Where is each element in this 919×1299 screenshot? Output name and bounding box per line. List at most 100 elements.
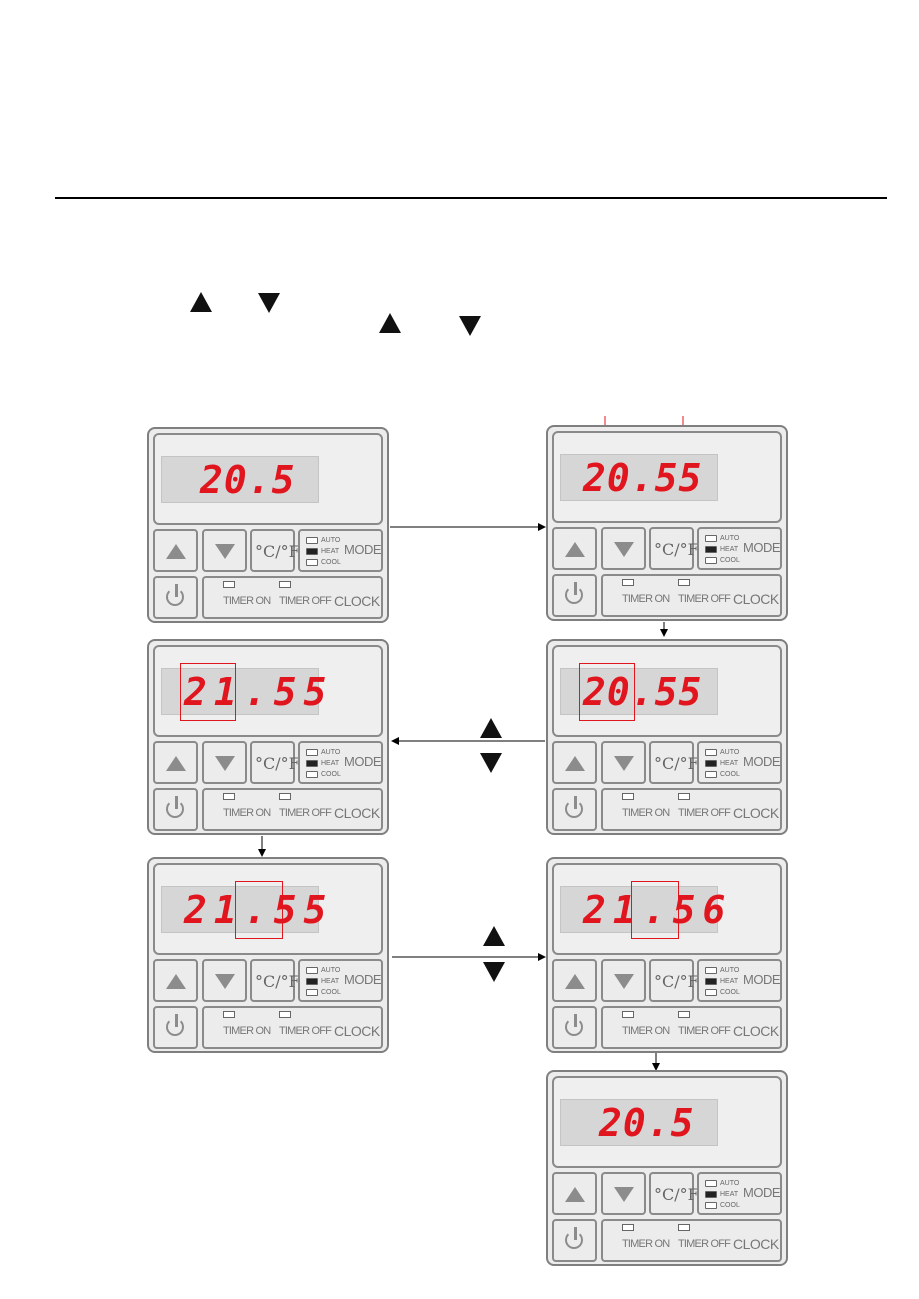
timer-clock-button[interactable]: TIMER ON TIMER OFF CLOCK: [202, 1006, 383, 1049]
unit-toggle-button[interactable]: °C/°F: [649, 527, 699, 570]
down-button[interactable]: [202, 959, 247, 1002]
mode-heat-label: HEAT: [720, 760, 739, 767]
down-arrow-icon: [614, 1187, 634, 1202]
timer-clock-button[interactable]: TIMER ON TIMER OFF CLOCK: [601, 1006, 782, 1049]
mode-auto-label: AUTO: [720, 749, 740, 756]
up-arrow-icon: [565, 542, 585, 557]
timer-on-label: TIMER ON: [223, 1025, 271, 1037]
up-button[interactable]: [552, 741, 597, 784]
timer-off-label: TIMER OFF: [678, 1025, 731, 1037]
down-button[interactable]: [601, 741, 646, 784]
timer-clock-button[interactable]: TIMER ON TIMER OFF CLOCK: [601, 1219, 782, 1262]
power-icon: [166, 800, 184, 818]
digit-highlight: [180, 663, 236, 721]
up-arrow-icon: [565, 756, 585, 771]
mode-button[interactable]: AUTO HEAT COOL MODE: [298, 529, 383, 572]
temperature-readout: 21.56: [583, 888, 733, 932]
up-button[interactable]: [153, 529, 198, 572]
down-arrow-icon: [215, 544, 235, 559]
down-button[interactable]: [202, 741, 247, 784]
mode-label: MODE: [344, 754, 382, 769]
up-button[interactable]: [153, 959, 198, 1002]
clock-label: CLOCK: [334, 593, 380, 609]
timer-off-label: TIMER OFF: [678, 807, 731, 819]
screen: 20.55: [552, 645, 782, 737]
timer-off-label: TIMER OFF: [678, 1238, 731, 1250]
mode-auto-label: AUTO: [321, 749, 341, 756]
timer-on-label: TIMER ON: [622, 1238, 670, 1250]
timer-off-label: TIMER OFF: [279, 807, 332, 819]
power-icon: [166, 588, 184, 606]
unit-toggle-button[interactable]: °C/°F: [250, 741, 300, 784]
mode-label: MODE: [743, 754, 781, 769]
power-button[interactable]: [552, 1006, 597, 1049]
power-button[interactable]: [153, 1006, 198, 1049]
clock-label: CLOCK: [733, 805, 779, 821]
clock-label: CLOCK: [334, 805, 380, 821]
celsius-fahrenheit-icon: °C/°F: [255, 754, 300, 773]
down-button[interactable]: [601, 959, 646, 1002]
screen: 20.55: [552, 431, 782, 523]
up-button[interactable]: [153, 741, 198, 784]
power-button[interactable]: [153, 576, 198, 619]
clock-label: CLOCK: [334, 1023, 380, 1039]
mode-indicators: AUTO HEAT COOL: [705, 533, 740, 566]
unit-toggle-button[interactable]: °C/°F: [250, 529, 300, 572]
lcd-display: 20.55: [560, 663, 718, 721]
timer-on-label: TIMER ON: [223, 807, 271, 819]
timer-clock-button[interactable]: TIMER ON TIMER OFF CLOCK: [202, 576, 383, 619]
down-arrow-icon: [614, 756, 634, 771]
timer-on-label: TIMER ON: [622, 593, 670, 605]
mode-indicators: AUTO HEAT COOL: [705, 1178, 740, 1211]
up-arrow-icon: [166, 756, 186, 771]
screen: 21.56: [552, 863, 782, 955]
unit-toggle-button[interactable]: °C/°F: [250, 959, 300, 1002]
down-button[interactable]: [601, 527, 646, 570]
mode-button[interactable]: AUTO HEAT COOL MODE: [697, 741, 782, 784]
mode-button[interactable]: AUTO HEAT COOL MODE: [697, 959, 782, 1002]
power-button[interactable]: [153, 788, 198, 831]
lcd-display: 20.5: [161, 456, 319, 503]
controller-panel-step2: 20.55 °C/°F AUTO HEAT COOL MODE TIMER ON…: [546, 425, 788, 621]
power-button[interactable]: [552, 1219, 597, 1262]
temperature-readout: 21.55: [184, 888, 334, 932]
timer-clock-button[interactable]: TIMER ON TIMER OFF CLOCK: [601, 788, 782, 831]
unit-toggle-button[interactable]: °C/°F: [649, 959, 699, 1002]
power-icon: [166, 1018, 184, 1036]
mode-cool-label: COOL: [720, 989, 740, 996]
up-button[interactable]: [552, 527, 597, 570]
mode-button[interactable]: AUTO HEAT COOL MODE: [298, 741, 383, 784]
mode-indicators: AUTO HEAT COOL: [306, 965, 341, 998]
mode-auto-label: AUTO: [720, 535, 740, 542]
timer-clock-button[interactable]: TIMER ON TIMER OFF CLOCK: [601, 574, 782, 617]
clock-label: CLOCK: [733, 1236, 779, 1252]
mode-indicators: AUTO HEAT COOL: [306, 535, 341, 568]
mode-label: MODE: [743, 972, 781, 987]
up-button[interactable]: [552, 959, 597, 1002]
down-arrow-icon: [459, 316, 481, 336]
celsius-fahrenheit-icon: °C/°F: [255, 972, 300, 991]
timer-clock-button[interactable]: TIMER ON TIMER OFF CLOCK: [202, 788, 383, 831]
power-button[interactable]: [552, 788, 597, 831]
down-button[interactable]: [202, 529, 247, 572]
power-button[interactable]: [552, 574, 597, 617]
celsius-fahrenheit-icon: °C/°F: [255, 542, 300, 561]
timer-on-label: TIMER ON: [223, 595, 271, 607]
unit-toggle-button[interactable]: °C/°F: [649, 1172, 699, 1215]
down-arrow-icon: [480, 753, 502, 773]
lcd-display: 20.5: [560, 1099, 718, 1146]
mode-button[interactable]: AUTO HEAT COOL MODE: [697, 527, 782, 570]
down-arrow-icon: [614, 974, 634, 989]
down-arrow-icon: [614, 542, 634, 557]
mode-label: MODE: [743, 540, 781, 555]
down-button[interactable]: [601, 1172, 646, 1215]
lcd-display: 21.55: [161, 663, 326, 721]
section-rule: [55, 197, 887, 199]
up-button[interactable]: [552, 1172, 597, 1215]
mode-button[interactable]: AUTO HEAT COOL MODE: [298, 959, 383, 1002]
mode-button[interactable]: AUTO HEAT COOL MODE: [697, 1172, 782, 1215]
power-icon: [565, 586, 583, 604]
unit-toggle-button[interactable]: °C/°F: [649, 741, 699, 784]
mode-label: MODE: [344, 542, 382, 557]
mode-heat-label: HEAT: [321, 760, 340, 767]
